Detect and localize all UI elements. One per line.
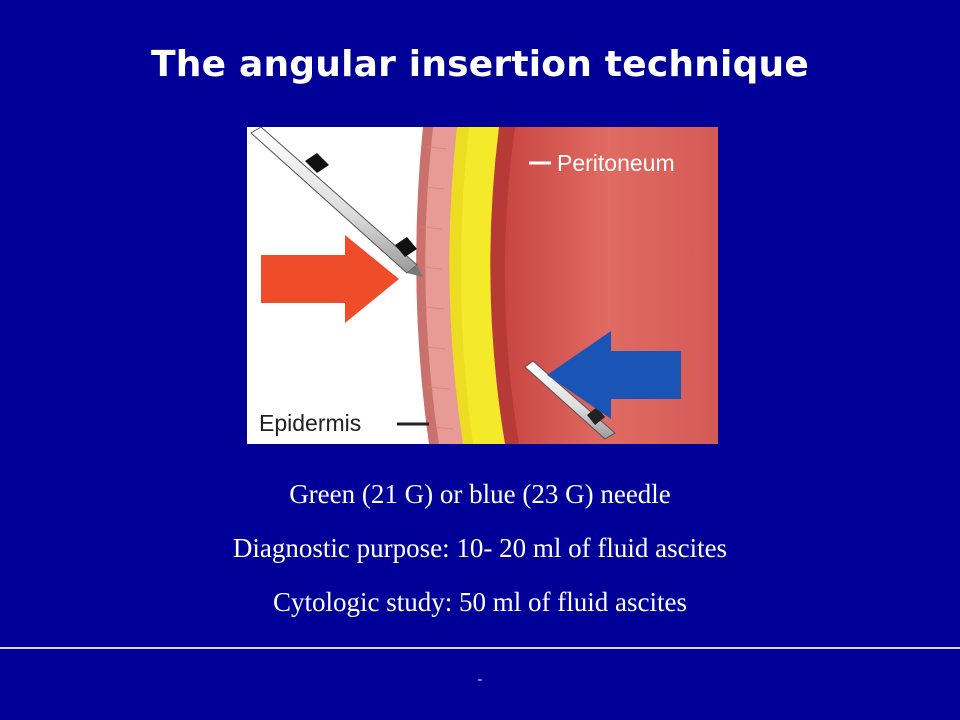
epidermis-label: Epidermis — [259, 410, 361, 436]
slide-title: The angular insertion technique — [151, 44, 809, 85]
bullet-diagnostic-volume: Diagnostic purpose: 10- 20 ml of fluid a… — [232, 533, 728, 563]
footer-divider — [0, 647, 960, 649]
footer-marker: - — [477, 672, 483, 687]
bullet-list: Green (21 G) or blue (23 G) needle Diagn… — [0, 474, 960, 636]
bullet-cytologic-volume: Cytologic study: 50 ml of fluid ascites — [273, 587, 687, 617]
upper-needle — [250, 127, 423, 277]
insertion-diagram: Peritoneum Epidermis — [247, 127, 718, 444]
bullet-needle-gauge: Green (21 G) or blue (23 G) needle — [289, 479, 671, 509]
peritoneum-label: Peritoneum — [557, 150, 675, 176]
peritoneum-layer — [488, 127, 519, 444]
red-arrow — [261, 235, 399, 323]
blue-arrow — [547, 331, 681, 419]
